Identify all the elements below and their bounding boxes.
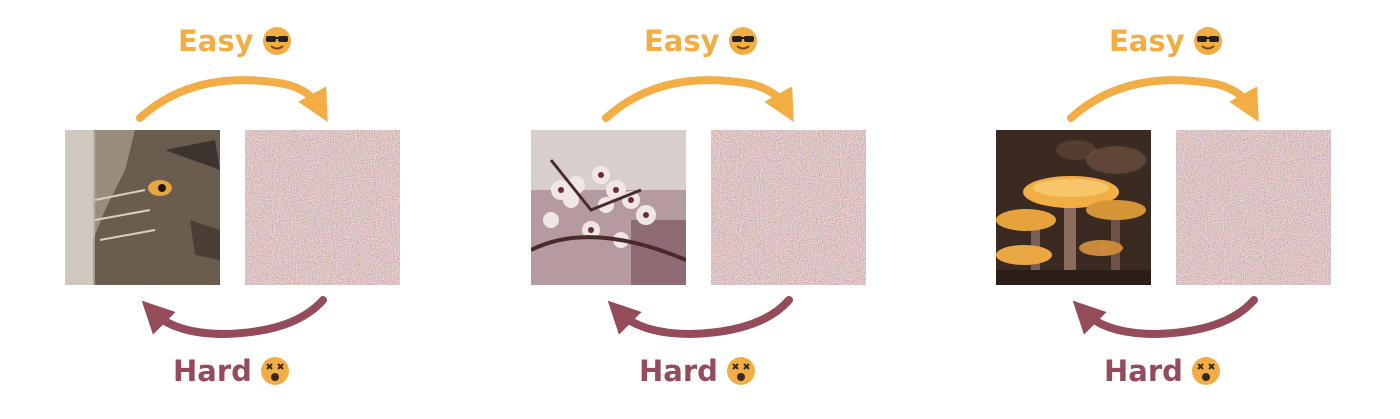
pair-panel-1: Easy Hard [65,0,425,419]
hard-text: Hard [639,354,718,388]
pair-panel-2: Easy [530,0,891,419]
dizzy-face-emoji-icon [726,357,755,385]
dizzy-face-emoji-icon [1191,357,1220,385]
pair-panel-3: Easy [996,0,1356,419]
hard-arrow [141,296,327,339]
hard-arrow [1072,296,1258,339]
easy-arrow [136,76,328,122]
cat-photo [65,130,220,285]
sunglasses-face-emoji-icon [262,27,291,55]
noise-image [711,130,866,285]
hard-arrow [607,296,793,339]
noise-image [1176,130,1331,285]
easy-text: Easy [178,24,254,58]
easy-text: Easy [644,24,720,58]
cherry-blossom-photo [530,130,687,285]
sunglasses-face-emoji-icon [728,27,757,55]
easy-arrow [1067,76,1259,122]
hard-label: Hard [1104,354,1221,388]
hard-label: Hard [173,354,290,388]
easy-arrow [602,76,794,122]
hard-text: Hard [173,354,252,388]
easy-label: Easy [178,24,292,58]
easy-label: Easy [644,24,758,58]
hard-label: Hard [639,354,756,388]
hard-text: Hard [1104,354,1183,388]
easy-label: Easy [1109,24,1223,58]
dizzy-face-emoji-icon [260,357,289,385]
noise-image [245,130,400,285]
sunglasses-face-emoji-icon [1193,27,1222,55]
easy-text: Easy [1109,24,1185,58]
mushroom-photo [996,130,1151,285]
